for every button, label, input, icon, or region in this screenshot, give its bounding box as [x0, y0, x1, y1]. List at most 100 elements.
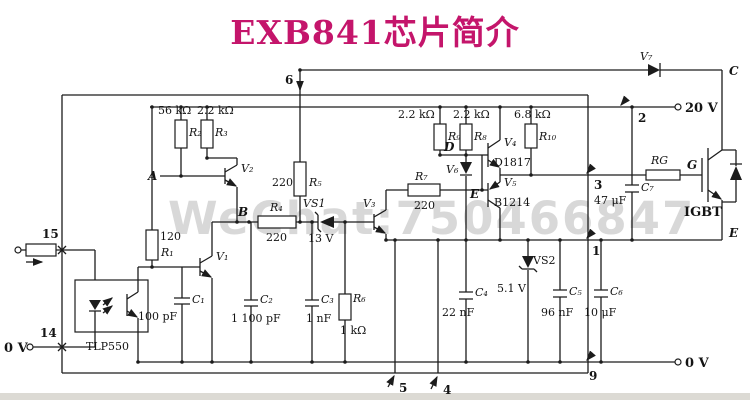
wires	[21, 69, 722, 390]
node-b-label: B	[237, 205, 248, 219]
v3-ref: V₃	[363, 197, 375, 210]
pin-14: 14	[40, 326, 57, 340]
pin-15: 15	[42, 227, 59, 241]
resistor-r1: 120 R₁	[138, 107, 200, 268]
c5-value: 96 nF	[541, 306, 574, 319]
pin-labels: 6 2 3 1 9 5 4 15 14	[40, 73, 646, 397]
emitter-label: E	[728, 226, 739, 240]
c1-ref: C₁	[192, 293, 205, 306]
collector-label: C	[729, 64, 739, 78]
v4-ref: V₄	[504, 136, 516, 149]
r10-value: 6.8 kΩ	[514, 108, 551, 121]
c2-ref: C₂	[260, 293, 273, 306]
r5-value: 220	[272, 176, 293, 189]
v4-type: D1817	[494, 156, 531, 169]
igbt-label: IGBT	[684, 205, 722, 220]
c3-ref: C₃	[321, 293, 334, 306]
terminal-20v: 20 V	[674, 101, 719, 116]
terminal-0v-right-label: 0 V	[685, 356, 710, 371]
node-a: A	[147, 169, 225, 183]
c4-ref: C₄	[475, 286, 488, 299]
capacitor-c4: C₄ 22 nF	[442, 240, 488, 362]
resistor-rg: RG G	[645, 154, 697, 181]
c6-ref: C₆	[610, 285, 623, 298]
c2-value: 1 100 pF	[231, 312, 281, 325]
r9-ref: R₉	[447, 130, 461, 143]
pin-5: 5	[399, 381, 407, 395]
c4-value: 22 nF	[442, 306, 475, 319]
r5-ref: R₅	[308, 176, 322, 189]
r9-value: 2.2 kΩ	[398, 108, 435, 121]
r7-value: 220	[414, 199, 435, 212]
rg-ref: RG	[650, 154, 668, 167]
v2-ref: V₂	[241, 162, 253, 175]
c6-value: 10 μF	[584, 306, 617, 319]
r1-value: 120	[160, 230, 181, 243]
v5-ref: V₅	[504, 176, 517, 189]
pin-9: 9	[589, 369, 597, 383]
page-title: EXB841芯片简介	[230, 13, 520, 52]
vs2-value: 5.1 V	[497, 282, 527, 295]
terminal-0v-left-label: 0 V	[4, 341, 29, 356]
vs2-ref: VS2	[532, 254, 555, 267]
capacitor-c6: C₆ 10 μF	[584, 240, 623, 362]
resistor-r7: R₇ 220	[386, 170, 482, 212]
pin-3: 3	[594, 178, 602, 192]
igbt: IGBT C E	[684, 64, 742, 240]
transistor-v5: V₅ B1214	[487, 175, 530, 240]
node-d-label: D	[443, 140, 455, 154]
zener-vs1: VS1 13 V	[303, 197, 334, 245]
r2-ref: R₂	[188, 126, 202, 139]
resistor-r9: 2.2 kΩ R₉	[398, 107, 461, 155]
pin-2: 2	[638, 111, 646, 125]
junction-dots	[136, 68, 634, 364]
c7-ref: C₇	[641, 181, 654, 194]
c7-value: 47 μF	[594, 194, 627, 207]
r4-ref: R₄	[269, 201, 283, 214]
r8-value: 2.2 kΩ	[453, 108, 490, 121]
resistor-r4: R₄ 220	[257, 201, 297, 244]
v7-ref: V₇	[640, 50, 653, 63]
vs1-value: 13 V	[308, 232, 334, 245]
transistor-v3: V₃	[363, 190, 387, 240]
c5-ref: C₅	[569, 285, 582, 298]
pin-6: 6	[285, 73, 293, 87]
resistor-r3: 2.2 kΩ R₃	[197, 104, 237, 159]
r3-ref: R₃	[214, 126, 228, 139]
r2-value: 56 kΩ	[158, 104, 191, 117]
capacitor-c3: C₃ 1 nF	[305, 222, 334, 362]
resistor-r6: R₆ 1 kΩ	[338, 222, 366, 362]
optocoupler-tlp550: TLP550	[74, 267, 149, 362]
capacitor-c7: C₇ 47 μF	[594, 107, 654, 240]
v1-ref: V₁	[216, 250, 228, 263]
node-e-label: E	[469, 187, 480, 201]
resistor-r2: 56 kΩ R₂	[158, 104, 202, 176]
diode-v7: V₇	[640, 50, 661, 77]
terminal-20v-label: 20 V	[685, 101, 719, 116]
node-d-line: D	[440, 140, 488, 191]
pin-1: 1	[592, 244, 600, 258]
diode-v6: V₆ E	[446, 155, 480, 240]
r6-value: 1 kΩ	[340, 324, 366, 337]
chip-border	[61, 94, 589, 374]
r3-value: 2.2 kΩ	[197, 104, 234, 117]
transistor-v2: V₂	[224, 158, 253, 222]
resistor-r5: 220 R₅	[272, 161, 322, 197]
resistor-r8: 2.2 kΩ R₈	[453, 107, 490, 155]
transistor-v1: V₁	[199, 222, 228, 362]
pin-4: 4	[443, 383, 451, 397]
opto-type-label: TLP550	[86, 340, 129, 353]
transistor-v4: V₄ D1817	[487, 107, 531, 175]
r7-ref: R₇	[414, 170, 428, 183]
r10-ref: R₁₀	[538, 130, 557, 143]
input-terminal	[14, 243, 57, 351]
r1-ref: R₁	[160, 246, 174, 259]
gate-label: G	[687, 158, 697, 172]
c1-value: 100 pF	[138, 310, 178, 323]
vs1-ref: VS1	[303, 197, 325, 210]
r6-ref: R₆	[352, 292, 366, 305]
scan-edge	[0, 393, 750, 400]
zener-vs2: VS2 5.1 V	[497, 240, 555, 362]
